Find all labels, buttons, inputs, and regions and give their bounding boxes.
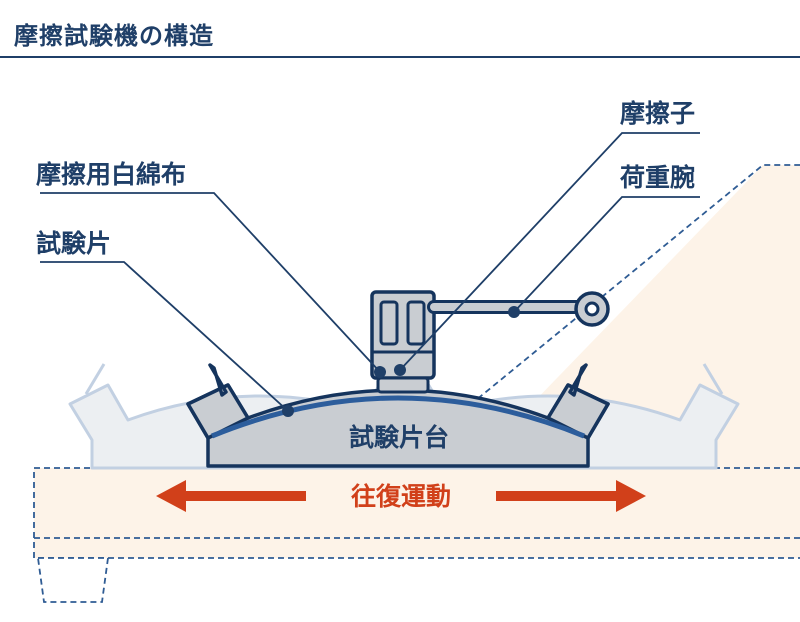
clamp-lever-right — [568, 363, 588, 397]
title-divider — [0, 56, 800, 58]
clamp-lever-left — [208, 363, 228, 397]
friction-holder-slot-left — [379, 300, 399, 346]
leader-cotton-cloth — [40, 192, 381, 373]
frame-upper-outline — [469, 164, 800, 406]
friction-pad — [376, 376, 430, 394]
label-cotton-cloth: 摩擦用白綿布 — [36, 160, 186, 189]
leader-load-arm — [513, 196, 700, 313]
stand-clamp-right — [546, 383, 610, 440]
frame-foot — [36, 557, 110, 603]
arrow-left — [156, 480, 306, 512]
leader-dots — [282, 306, 520, 417]
test-piece-stand — [186, 363, 610, 468]
dot-load-arm — [508, 306, 520, 318]
reciprocating-motion-arrow — [156, 480, 646, 512]
dot-cotton-cloth — [374, 366, 386, 378]
frame-base-body — [34, 468, 800, 558]
label-load-arm: 荷重腕 — [620, 163, 695, 192]
friction-holder-slot-right — [406, 300, 426, 346]
test-piece-strip — [211, 395, 585, 439]
leader-lines — [40, 132, 700, 412]
page-title: 摩擦試験機の構造 — [14, 22, 214, 50]
leader-friction-element — [399, 132, 700, 371]
label-motion: 往復運動 — [351, 482, 451, 511]
arrow-right — [496, 480, 646, 512]
leader-test-piece — [40, 261, 289, 412]
label-friction-element: 摩擦子 — [620, 99, 695, 128]
label-test-piece-stand: 試験片台 — [349, 423, 449, 452]
stand-clamp-left — [186, 383, 250, 440]
dot-test-piece — [282, 405, 294, 417]
load-arm — [427, 291, 610, 327]
dot-friction-element — [394, 364, 406, 376]
label-test-piece: 試験片 — [36, 229, 111, 258]
